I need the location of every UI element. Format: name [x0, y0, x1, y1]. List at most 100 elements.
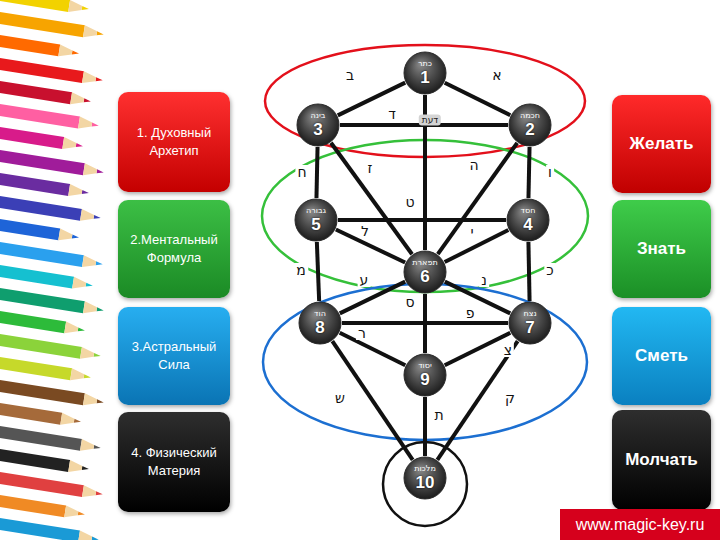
- pencil: [0, 283, 105, 316]
- site-banner: www.magic-key.ru: [560, 509, 720, 540]
- pencil-body: [0, 7, 105, 40]
- layer-box: 2.Ментальный Формула: [118, 200, 230, 298]
- sphere-body: [509, 302, 551, 344]
- sphere-body: [509, 104, 551, 146]
- sephirah-name: דעת: [419, 115, 441, 126]
- pencil-body: [0, 191, 102, 224]
- pencil-wood: [78, 531, 93, 540]
- pencil: [0, 76, 92, 107]
- path-line: [445, 230, 509, 262]
- path-letter: א: [490, 68, 503, 82]
- sphere-body: [404, 457, 446, 499]
- path-letter: פ: [464, 306, 477, 320]
- path-line: [316, 147, 317, 198]
- pencil-body: [0, 444, 90, 475]
- path-line: [332, 341, 412, 460]
- pencil-body: [0, 329, 102, 362]
- pencil-wood: [64, 505, 79, 519]
- pencil-set: [0, 0, 105, 540]
- sephirah-number: 2: [525, 121, 534, 138]
- path-letter: מ: [294, 263, 308, 277]
- path-letter: ו: [546, 165, 554, 179]
- pencil: [0, 421, 102, 454]
- pencil: [0, 237, 104, 270]
- sphere-body: [295, 199, 337, 241]
- pencil: [0, 352, 92, 383]
- pencil: [0, 398, 82, 427]
- path-letter: י: [468, 225, 475, 239]
- path-letter: ק: [503, 391, 517, 405]
- pencil-body: [0, 283, 105, 316]
- site-address: www.magic-key.ru: [576, 515, 705, 534]
- pencil-body: [0, 168, 90, 199]
- sephirah-name: יסוד: [418, 362, 432, 370]
- pencil-body: [0, 490, 86, 520]
- sephirah-sphere: חסד4: [506, 198, 550, 242]
- layer-label: 2.Ментальный Формула: [126, 231, 222, 266]
- pencil-wood: [83, 393, 98, 407]
- sphere-body: [297, 104, 339, 146]
- sephirah-name: תפארת: [412, 259, 437, 267]
- pencil-body: [0, 375, 105, 408]
- sephirah-number: 9: [420, 371, 429, 388]
- pencil: [0, 306, 86, 336]
- pencil-wood: [64, 321, 79, 335]
- pencil: [0, 145, 105, 178]
- sphere-body: [507, 199, 549, 241]
- pencil: [0, 513, 100, 540]
- pencil-wood: [68, 460, 83, 474]
- sephirah-number: 4: [523, 216, 532, 233]
- path-letter: ז: [366, 161, 375, 175]
- path-letter: נ: [479, 273, 489, 287]
- sephirah-sphere: יסוד9: [403, 353, 447, 397]
- pencil-wood: [58, 44, 73, 58]
- sephirah-name: הוד: [314, 310, 326, 318]
- path-line: [445, 83, 511, 115]
- pencil-body: [0, 513, 100, 540]
- pencil: [0, 0, 90, 15]
- pencil-wood: [80, 209, 95, 223]
- pencil-body: [0, 306, 86, 336]
- layer-box: 1. Духовный Архетип: [118, 92, 230, 192]
- pencil-wood: [70, 368, 85, 382]
- pencil: [0, 53, 104, 86]
- path-letter: ט: [403, 195, 416, 209]
- sephirah-sphere: חכמה2: [508, 103, 552, 147]
- sephirah-number: 8: [315, 319, 324, 336]
- pencil-body: [0, 398, 82, 427]
- pencil-wood: [78, 117, 93, 131]
- pencil-body: [0, 352, 92, 383]
- sephirah-name: חכמה: [520, 112, 540, 120]
- path-line: [340, 282, 405, 314]
- path-letter: צ: [502, 343, 514, 357]
- pencil-body: [0, 99, 100, 131]
- path-letter: ב: [344, 68, 356, 82]
- sephirah-sphere: תפארת6: [403, 250, 447, 294]
- sephirah-sphere: מלכות10: [403, 456, 447, 500]
- pencil-wood: [83, 163, 98, 177]
- sephirah-sphere: כתר1: [403, 51, 447, 95]
- sphere-body: [404, 251, 446, 293]
- layer-box: 4. Физический Материя: [118, 412, 230, 512]
- pencil: [0, 168, 90, 199]
- pencil: [0, 7, 105, 40]
- pencil-body: [0, 76, 92, 107]
- path-line: [331, 143, 412, 254]
- path-line: [528, 147, 529, 198]
- sephirah-number: 3: [313, 121, 322, 138]
- sephirah-number: 7: [525, 319, 534, 336]
- path-letter: ש: [333, 391, 347, 405]
- sephirah-name: חסד: [521, 207, 536, 215]
- sephirah-sphere: הוד8: [298, 301, 342, 345]
- pencil: [0, 329, 102, 362]
- path-letter: ס: [403, 295, 416, 309]
- sephirah-name: נצח: [523, 310, 536, 318]
- pencil-wood: [82, 485, 97, 499]
- principle-box: Знать: [612, 200, 711, 298]
- sephirah-number: 6: [420, 268, 429, 285]
- path-letter: ד: [386, 107, 398, 121]
- pencil-wood: [82, 71, 97, 85]
- pencil-wood: [83, 301, 98, 315]
- sephirah-number: 5: [311, 216, 320, 233]
